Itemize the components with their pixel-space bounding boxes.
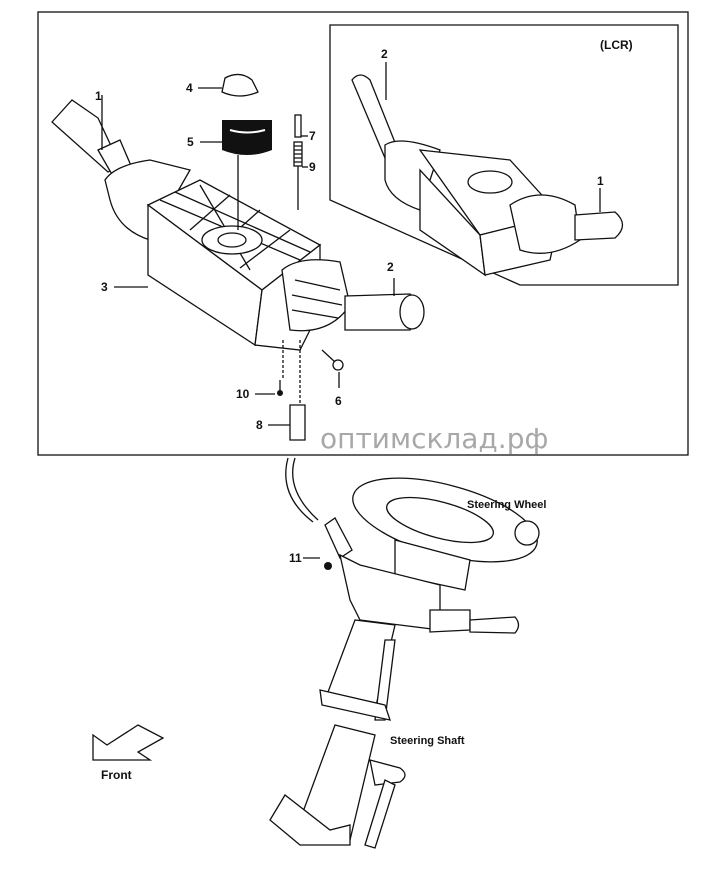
caption-front: Front — [101, 768, 132, 782]
caption-steering-shaft: Steering Shaft — [390, 735, 465, 747]
lcr-inset-frame — [329, 24, 679, 286]
tilt-lever — [369, 759, 406, 786]
part-4-cap — [221, 73, 259, 97]
callout-7: 7 — [309, 129, 316, 143]
part-6-screw — [321, 349, 336, 363]
callout-4: 4 — [186, 81, 193, 95]
steering-column — [269, 477, 540, 849]
callout-9: 9 — [309, 160, 316, 174]
callout-8: 8 — [256, 418, 263, 432]
part-5-ring — [222, 120, 272, 155]
part-11-screw — [324, 562, 332, 570]
inset-callout-2: 2 — [381, 47, 388, 61]
callout-10: 10 — [236, 387, 250, 401]
combination-switch-assembly — [51, 73, 425, 441]
inset-callout-1: 1 — [597, 174, 604, 188]
inset-title: (LCR) — [600, 38, 633, 52]
part-8-connector — [289, 404, 306, 441]
detail-frame — [37, 11, 689, 456]
column-bracket — [269, 794, 351, 846]
lcr-switch-assembly — [351, 74, 624, 277]
leader-lines — [101, 87, 395, 559]
steering-shaft — [374, 639, 396, 721]
part-7-pin — [294, 114, 302, 138]
front-arrow-icon — [92, 724, 165, 761]
watermark: оптимсклад.рф — [320, 422, 548, 455]
callout-1: 1 — [95, 89, 102, 103]
callout-6: 6 — [335, 394, 342, 408]
callout-5: 5 — [187, 135, 194, 149]
steering-knob — [514, 520, 540, 546]
callout-11: 11 — [289, 551, 302, 565]
callout-3: 3 — [101, 280, 108, 294]
caption-steering-wheel: Steering Wheel — [467, 499, 546, 511]
callout-2: 2 — [387, 260, 394, 274]
